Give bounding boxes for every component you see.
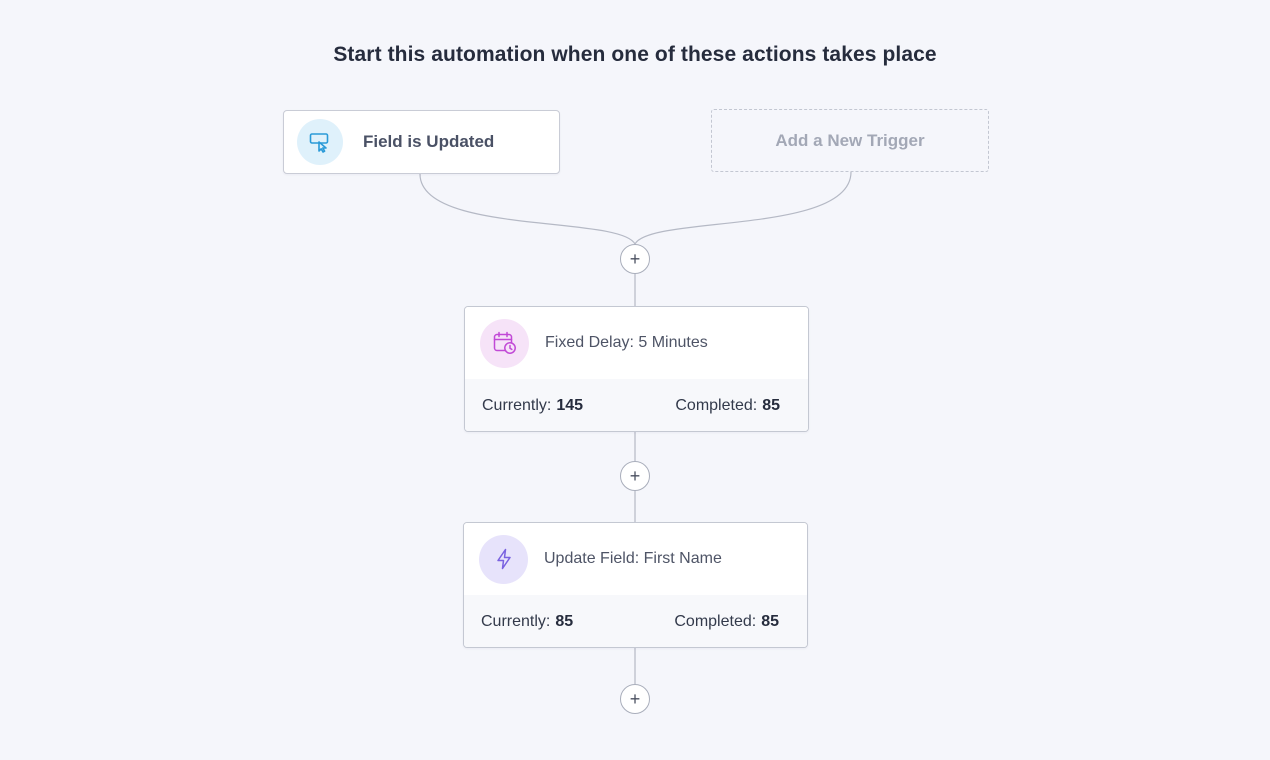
calendar-clock-icon <box>480 318 529 368</box>
completed-stat: Completed:85 <box>675 397 780 415</box>
currently-label: Currently: <box>481 613 551 630</box>
plus-icon: + <box>629 689 641 709</box>
completed-stat: Completed:85 <box>674 613 779 631</box>
lightning-icon <box>479 534 528 584</box>
step-card-update-field[interactable]: Update Field: First Name Currently:85 Co… <box>463 522 808 648</box>
trigger-card-field-updated[interactable]: Field is Updated <box>283 110 560 174</box>
completed-value: 85 <box>761 613 779 630</box>
step-card-fixed-delay[interactable]: Fixed Delay: 5 Minutes Currently:145 Com… <box>464 306 809 432</box>
add-step-button-3[interactable]: + <box>620 684 650 714</box>
currently-value: 145 <box>556 397 584 414</box>
completed-label: Completed: <box>675 397 758 414</box>
completed-label: Completed: <box>674 613 757 630</box>
plus-icon: + <box>629 466 641 486</box>
currently-stat: Currently:145 <box>482 397 583 415</box>
add-step-button-1[interactable]: + <box>620 244 650 274</box>
currently-stat: Currently:85 <box>481 613 573 631</box>
connector-trigger-right <box>634 171 852 245</box>
add-new-trigger-button[interactable]: Add a New Trigger <box>711 109 989 172</box>
connector-trigger-left <box>419 173 636 245</box>
completed-value: 85 <box>762 397 780 414</box>
step-title: Update Field: First Name <box>544 550 722 567</box>
add-step-button-2[interactable]: + <box>620 461 650 491</box>
trigger-label: Field is Updated <box>363 132 495 151</box>
page-heading: Start this automation when one of these … <box>333 43 937 66</box>
step-title: Fixed Delay: 5 Minutes <box>545 334 708 351</box>
cursor-click-icon <box>297 119 343 165</box>
currently-label: Currently: <box>482 397 552 414</box>
currently-value: 85 <box>555 613 574 630</box>
plus-icon: + <box>629 249 641 269</box>
